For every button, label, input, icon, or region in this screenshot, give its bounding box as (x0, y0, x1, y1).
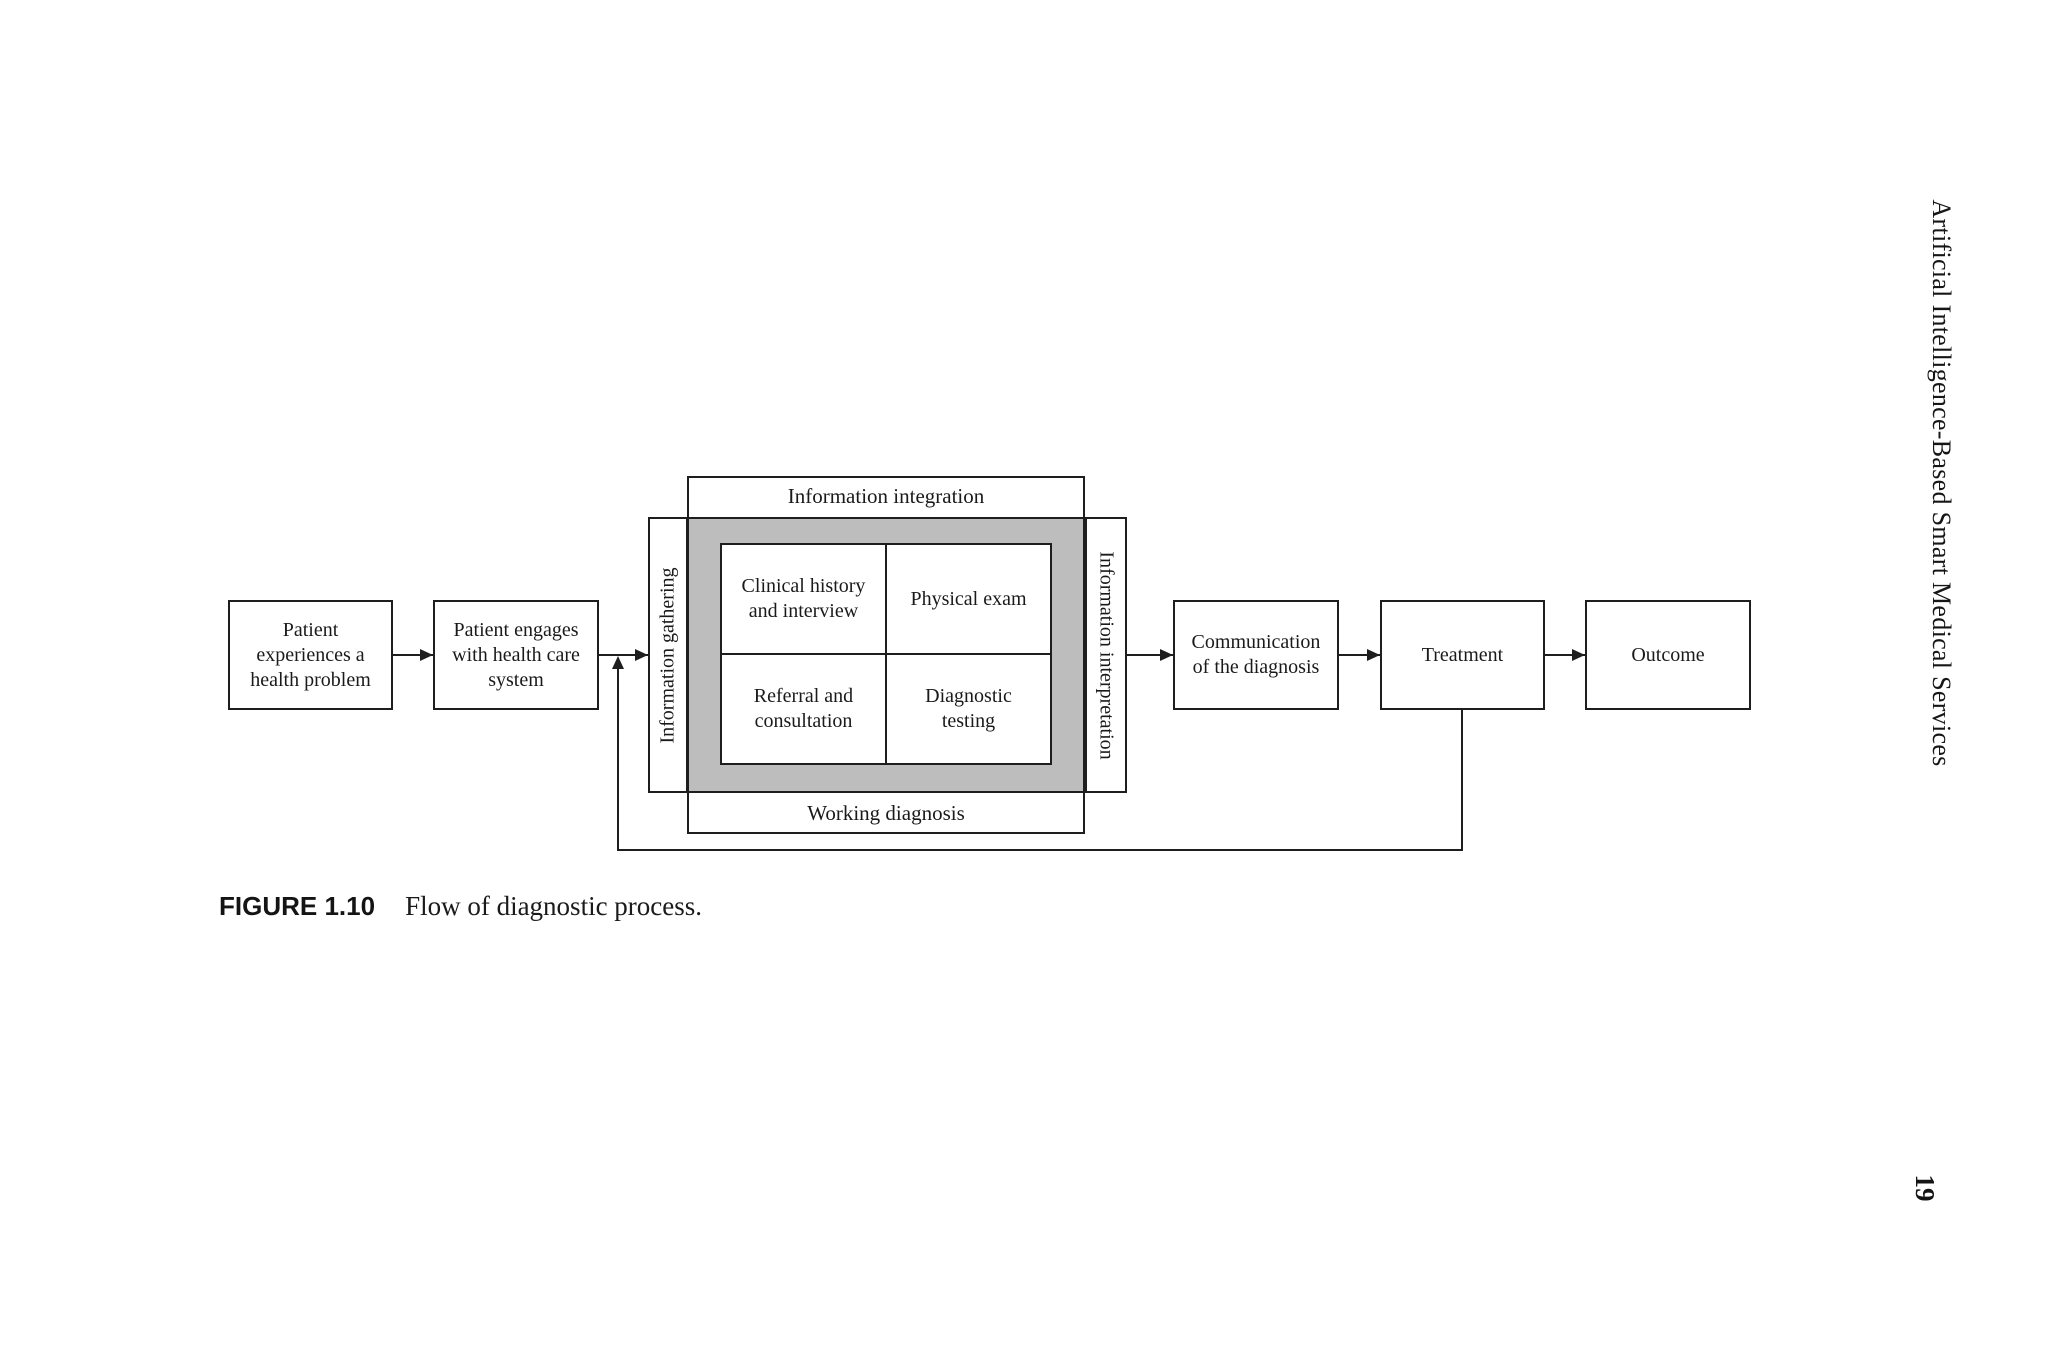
feedback-line-bottom (617, 849, 1463, 851)
arrowhead-right-icon (1367, 649, 1380, 661)
page-number: 19 (1910, 1174, 1940, 1202)
arrowhead-right-icon (635, 649, 648, 661)
arrow-line-4 (1339, 654, 1380, 656)
arrowhead-right-icon (420, 649, 433, 661)
arrow-line-3 (1127, 654, 1173, 656)
bar-information-gathering: Information gathering (648, 517, 688, 793)
label-information-integration: Information integration (787, 484, 985, 508)
bar-information-interpretation: Information interpretation (1085, 517, 1127, 793)
box-outcome: Outcome (1585, 600, 1751, 710)
cell-clinical-history: Clinical history and interview (722, 545, 885, 653)
running-header: Artificial Intelligence-Based Smart Medi… (1927, 199, 1956, 767)
diagnostic-activities-grid: Clinical history and interview Physical … (720, 543, 1052, 765)
arrow-line-1 (393, 654, 433, 656)
arrow-line-5 (1545, 654, 1585, 656)
figure-caption-label: FIGURE 1.10 (219, 891, 376, 921)
cell-physical-exam: Physical exam (887, 545, 1050, 653)
arrow-line-2 (599, 654, 648, 656)
figure-caption: FIGURE 1.10 Flow of diagnostic process. (219, 891, 702, 922)
feedback-line-up (617, 667, 619, 851)
arrowhead-right-icon (1572, 649, 1585, 661)
box-treatment: Treatment (1380, 600, 1545, 710)
arrowhead-up-icon (612, 656, 624, 669)
figure-caption-text: Flow of diagnostic process. (405, 891, 703, 921)
label-information-gathering: Information gathering (656, 566, 679, 744)
box-patient-engages: Patient engages with health care system (433, 600, 599, 710)
box-communication-of-diagnosis: Communication of the diagnosis (1173, 600, 1339, 710)
feedback-line-down (1461, 710, 1463, 851)
cell-diagnostic-testing: Diagnostic testing (887, 655, 1050, 763)
arrowhead-right-icon (1160, 649, 1173, 661)
cell-referral-consultation: Referral and consultation (722, 655, 885, 763)
label-information-interpretation: Information interpretation (1095, 550, 1118, 760)
label-working-diagnosis: Working diagnosis (807, 801, 965, 825)
box-patient-problem: Patient experiences a health problem (228, 600, 393, 710)
